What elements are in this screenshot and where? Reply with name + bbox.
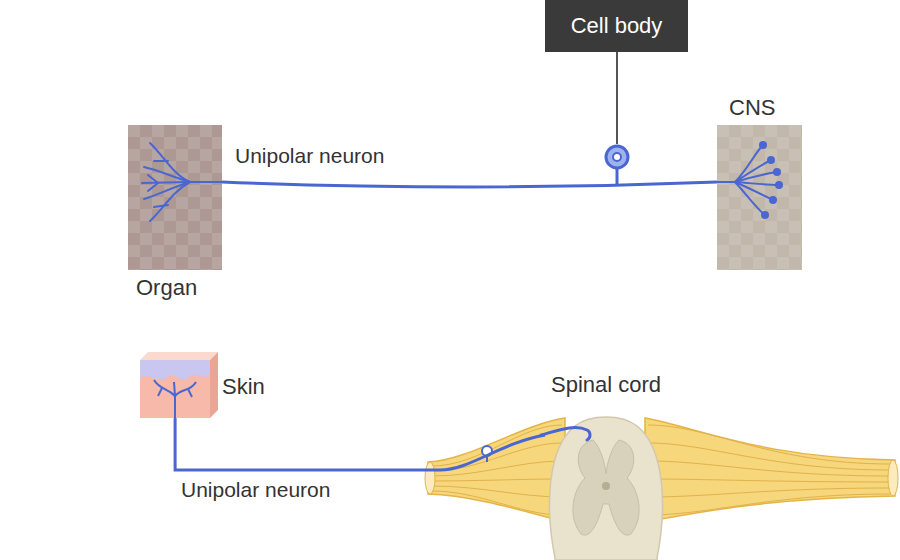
callout-text: Cell body <box>571 13 663 39</box>
region-label: Organ <box>136 275 197 301</box>
neuron-axon <box>222 182 717 187</box>
neuron-label: Unipolar neuron <box>233 144 386 168</box>
region-drawing <box>545 408 667 560</box>
illustration-region: Skin <box>140 352 218 418</box>
cell-body-symbol <box>606 146 628 168</box>
region-drawing <box>140 352 218 418</box>
region-drawing <box>128 125 222 270</box>
callout-box: Cell body <box>545 0 688 52</box>
region-label: Skin <box>222 374 265 400</box>
leader-line <box>616 52 618 144</box>
region-drawing <box>717 125 802 270</box>
nucleus <box>613 153 621 161</box>
illustration-region: Spinal cord <box>545 408 667 560</box>
illustration-region: CNS <box>717 125 802 270</box>
neuron-axon <box>175 418 545 470</box>
illustration-region: Organ <box>128 125 222 270</box>
region-label: CNS <box>729 95 775 121</box>
region-label: Spinal cord <box>551 372 661 398</box>
neuron-label: Unipolar neuron <box>179 478 332 502</box>
